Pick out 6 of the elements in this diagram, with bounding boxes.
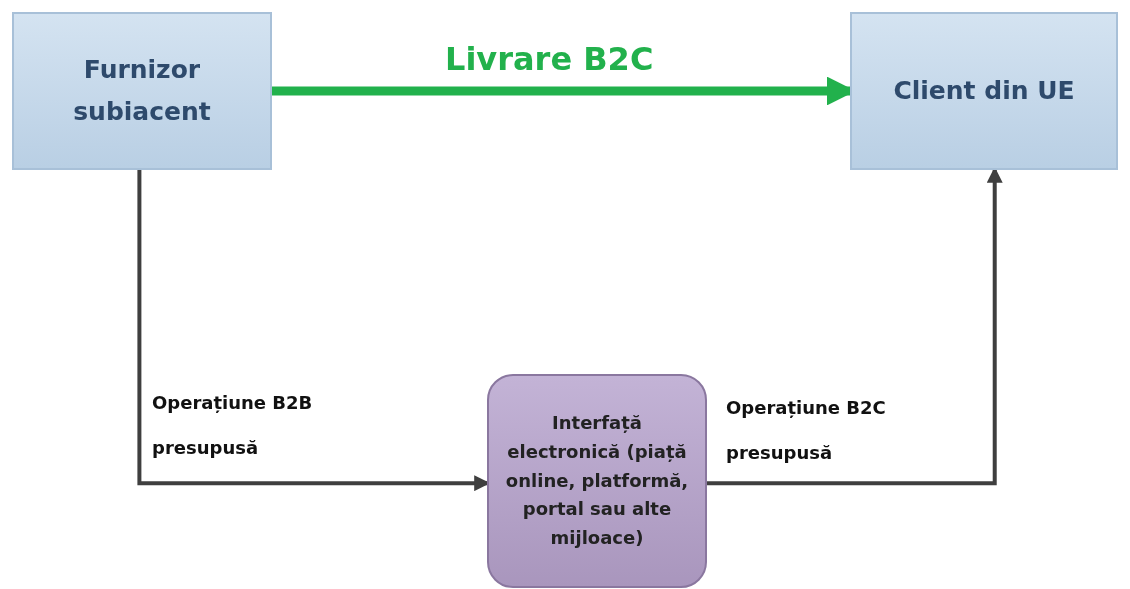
rounded-process-box	[487, 374, 707, 588]
node-label: Furnizor subiacent	[72, 53, 212, 128]
node-label: Interfață electronică (piață online, platformă, portal sau alte mijloace)	[504, 411, 690, 551]
process-box	[12, 12, 272, 170]
node-label: Client din UE	[893, 74, 1075, 107]
process-box	[850, 12, 1118, 170]
